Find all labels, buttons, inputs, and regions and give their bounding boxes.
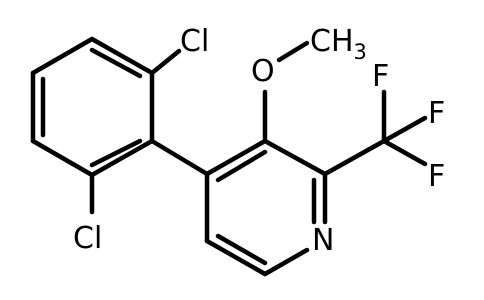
atom-n: N [312, 223, 334, 258]
dichlorophenyl-ring [30, 36, 155, 178]
bond-biaryl [149, 138, 210, 177]
bond-c4-c5 [30, 36, 95, 76]
atom-o: O [251, 54, 275, 89]
bond-p2-cf3 [322, 138, 387, 177]
bond-cf3-f-bot [381, 138, 428, 167]
double-bond-p4-p3-inner [215, 149, 268, 183]
methyl-ch: CH [310, 24, 354, 59]
bond-p3-p2 [262, 138, 328, 177]
bond-c5-c6 [89, 36, 155, 76]
bond-c6-cl-top [149, 48, 182, 76]
double-bond-c5-c6-inner [89, 47, 143, 79]
atom-f-mid: F [428, 96, 445, 131]
atom-cl-top: Cl [180, 24, 209, 59]
bond-cf3-f-mid [381, 115, 428, 144]
bond-n-p6 [262, 247, 310, 277]
bond-p6-p5 [204, 238, 268, 277]
double-bond-c1-c2-inner [89, 138, 143, 168]
double-bond-p6-p5-inner [215, 233, 268, 266]
atom-f-top: F [372, 59, 389, 94]
bond-c1-c2 [89, 138, 155, 178]
atom-methyl: CH3 [310, 24, 367, 64]
pyridine-ring [204, 138, 328, 277]
bond-p4-p3 [204, 138, 268, 177]
atom-cl-bottom: Cl [73, 221, 102, 256]
methyl-subscript: 3 [354, 40, 367, 64]
bond-o-methyl [276, 40, 310, 63]
atom-f-bot: F [428, 159, 445, 194]
bond-c2-c3 [30, 138, 95, 178]
